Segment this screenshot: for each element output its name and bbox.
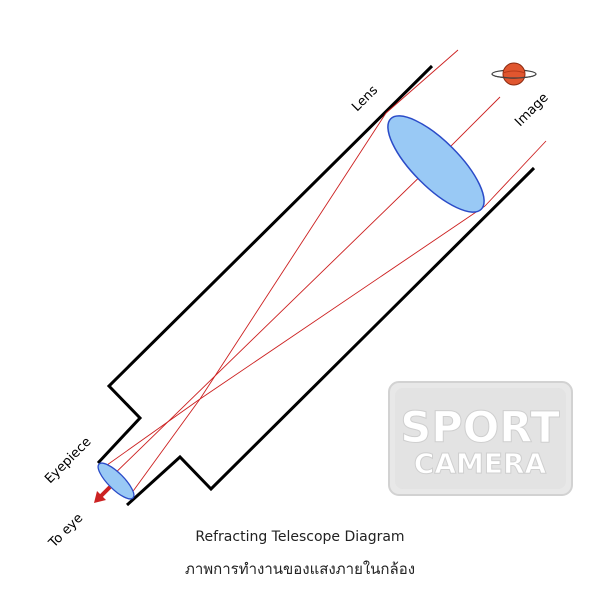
light-ray <box>484 140 547 207</box>
diagram-title: Refracting Telescope Diagram <box>195 529 405 545</box>
watermark-line2: CAMERA <box>414 447 547 480</box>
light-ray <box>199 112 387 400</box>
sport-camera-watermark: SPORT CAMERA <box>388 381 573 496</box>
lens-label: Lens <box>349 83 381 115</box>
light-ray <box>199 205 486 400</box>
light-ray <box>99 398 201 471</box>
tube-lower-wall <box>125 166 536 507</box>
light-ray <box>105 159 438 483</box>
light-ray <box>130 398 201 495</box>
light-rays <box>99 49 547 495</box>
objective-lens <box>387 115 485 213</box>
ringed-planet-icon <box>491 62 537 86</box>
image-label: Image <box>512 90 551 129</box>
eyepiece-lens <box>97 462 135 500</box>
telescope-tube <box>96 64 536 507</box>
watermark-line1: SPORT <box>400 403 560 453</box>
diagram-thai-title: ภาพการทำงานของแสงภายในกล้อง <box>184 560 416 578</box>
arrow-down-left-icon <box>94 485 112 503</box>
light-ray <box>385 49 459 114</box>
tube-upper-wall <box>96 64 434 465</box>
eyepiece-label: Eyepiece <box>42 435 94 487</box>
